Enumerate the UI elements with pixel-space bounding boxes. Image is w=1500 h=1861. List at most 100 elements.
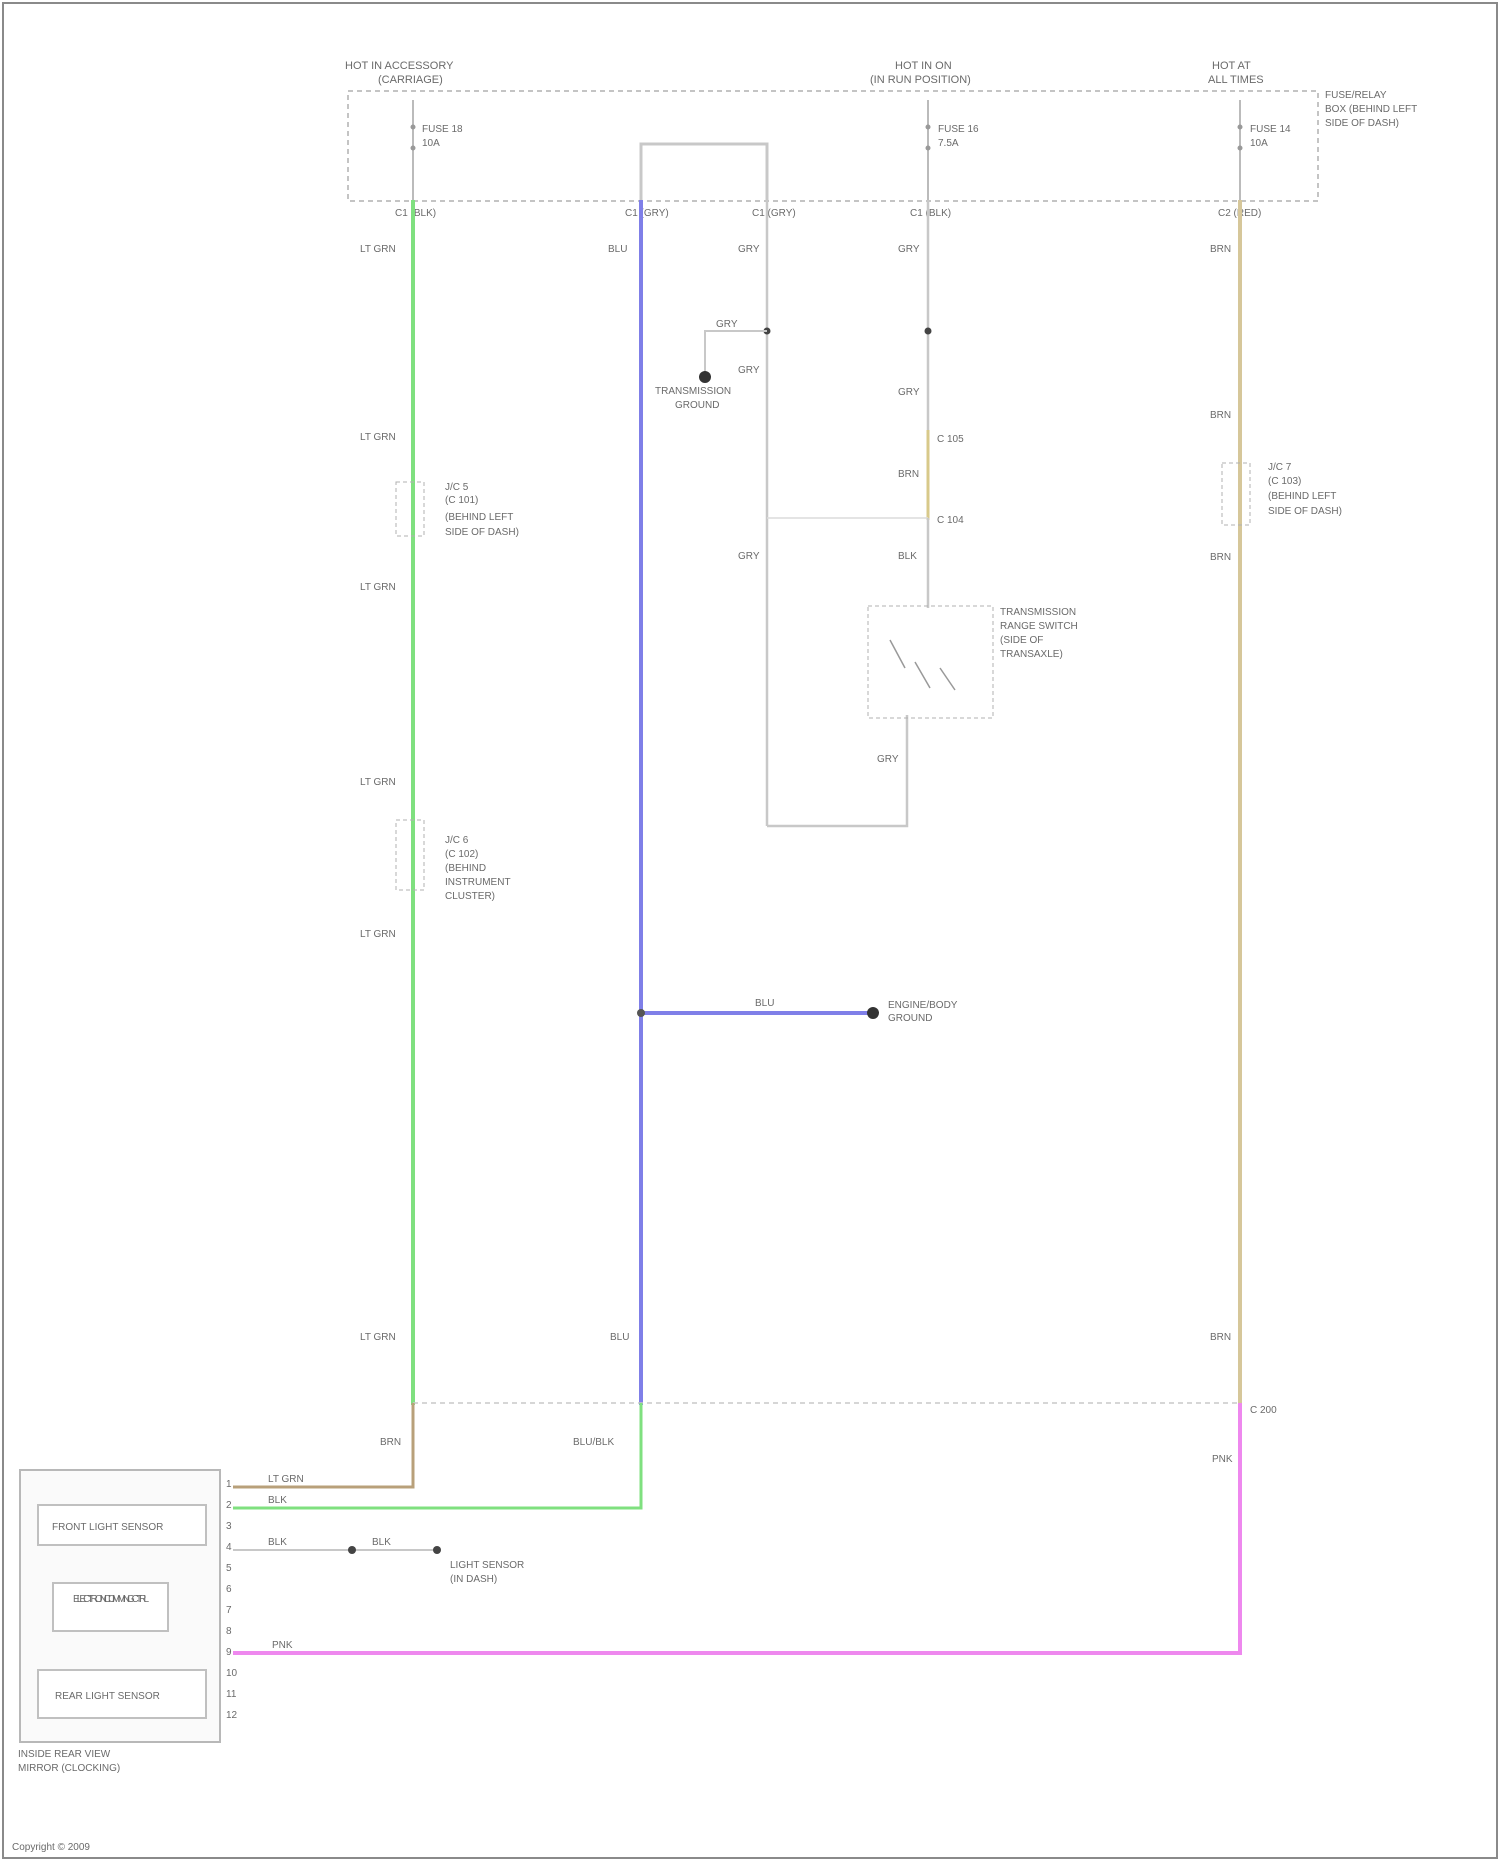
- pin-label: 1: [226, 1479, 232, 1490]
- gray-return-wire: [767, 715, 907, 826]
- copyright-footer: Copyright © 2009: [12, 1842, 90, 1853]
- wire-label: BLU/BLK: [573, 1437, 614, 1448]
- trans-ground-label: GROUND: [675, 400, 719, 411]
- wire-label: GRY: [898, 387, 920, 398]
- pin-label: 11: [226, 1689, 237, 1700]
- wire-label: BLK: [898, 551, 917, 562]
- fuse-box-outline: [348, 91, 1318, 201]
- range-switch-label: (SIDE OF: [1000, 635, 1043, 646]
- wire-label: GRY: [738, 365, 760, 376]
- connector-c1-label: SIDE OF DASH): [445, 527, 519, 538]
- fuse-left-rating: 10A: [422, 138, 440, 149]
- terminal-label: C1 (GRY): [625, 208, 669, 219]
- fuse-mid: FUSE 16 7.5A: [926, 100, 980, 200]
- wire-label: PNK: [272, 1640, 293, 1651]
- terminal-label: C1 (GRY): [752, 208, 796, 219]
- range-switch-box: [868, 606, 993, 718]
- wire-label: BRN: [1210, 1332, 1231, 1343]
- fuse-box-label-2: BOX (BEHIND LEFT: [1325, 104, 1417, 115]
- connector-c2-box: [396, 820, 424, 890]
- connector-c1-label: (BEHIND LEFT: [445, 512, 513, 523]
- ground-label: ENGINE/BODY: [888, 1000, 958, 1011]
- light-sensor-label: (IN DASH): [450, 1574, 497, 1585]
- pin-label: 3: [226, 1521, 232, 1532]
- fuse-box-label-3: SIDE OF DASH): [1325, 118, 1399, 129]
- wire-label: BLK: [268, 1537, 287, 1548]
- fuse-header-left-2: (CARRIAGE): [378, 74, 443, 86]
- wire-label: BLU: [608, 244, 627, 255]
- range-switch-label: TRANSMISSION: [1000, 607, 1076, 618]
- wire-label: GRY: [738, 551, 760, 562]
- terminal-label: C1 (BLK): [910, 208, 951, 219]
- module-title: INSIDE REAR VIEW: [18, 1749, 111, 1760]
- fuse-box-label-1: FUSE/RELAY: [1325, 90, 1387, 101]
- fuse-mid-rating: 7.5A: [938, 138, 959, 149]
- wire-label: BLK: [268, 1495, 287, 1506]
- connector-c2-label: CLUSTER): [445, 891, 495, 902]
- module-block-label: ELECTRONIC DIMMING CTRL: [73, 1594, 149, 1605]
- trans-ground-label: TRANSMISSION: [655, 386, 731, 397]
- connector-c1-label: J/C 5: [445, 482, 469, 493]
- connector-c3-label: (C 103): [1268, 476, 1301, 487]
- module-block-label: FRONT LIGHT SENSOR: [52, 1522, 163, 1533]
- wire-label: GRY: [716, 319, 738, 330]
- trans-ground-point: [699, 371, 711, 383]
- pin-label: 6: [226, 1584, 232, 1595]
- connector-c2-label: (BEHIND: [445, 863, 486, 874]
- pin-label: 5: [226, 1563, 232, 1574]
- wire-label: BLK: [372, 1537, 391, 1548]
- wire-label: LT GRN: [360, 1332, 396, 1343]
- wire-label: LT GRN: [360, 582, 396, 593]
- pin-label: 12: [226, 1710, 238, 1721]
- connector-c2-label: INSTRUMENT: [445, 877, 511, 888]
- gray-loop-wire: [641, 144, 767, 200]
- fuse-right-rating: 10A: [1250, 138, 1268, 149]
- fuse-header-mid-2: (IN RUN POSITION): [870, 74, 971, 86]
- wire-label: LT GRN: [360, 244, 396, 255]
- wire-label: BRN: [1210, 410, 1231, 421]
- page-frame: [3, 3, 1497, 1858]
- green-return-wire: [233, 1403, 641, 1508]
- range-switch-label: TRANSAXLE): [1000, 649, 1063, 660]
- pin-label: 7: [226, 1605, 232, 1616]
- wire-label: LT GRN: [360, 929, 396, 940]
- module-pins: 1 2 3 4 5 6 7 8 9 10 11 12: [226, 1479, 238, 1721]
- wire-label: BLU: [755, 998, 774, 1009]
- connector-c3-label: SIDE OF DASH): [1268, 506, 1342, 517]
- switch-contact: [915, 662, 930, 688]
- light-sensor-label: LIGHT SENSOR: [450, 1560, 524, 1571]
- splice-dot: [637, 1009, 645, 1017]
- pin-label: 10: [226, 1668, 238, 1679]
- ground-label: GROUND: [888, 1013, 932, 1024]
- wire-label: LT GRN: [360, 777, 396, 788]
- fuse-left: FUSE 18 10A: [411, 100, 464, 200]
- wire-label: BRN: [1210, 552, 1231, 563]
- connector-c3-label: (BEHIND LEFT: [1268, 491, 1336, 502]
- connector-c1-label: (C 101): [445, 495, 478, 506]
- wire-label: BRN: [898, 469, 919, 480]
- fuse-right: FUSE 14 10A: [1238, 100, 1292, 200]
- fuse-header-right-1: HOT AT: [1212, 60, 1251, 72]
- splice-dot: [925, 328, 932, 335]
- pin-label: 9: [226, 1647, 232, 1658]
- wire-label: GRY: [877, 754, 899, 765]
- fuse-header-left-1: HOT IN ACCESSORY: [345, 60, 454, 72]
- switch-contact: [940, 668, 955, 690]
- module-block-ctrl: [53, 1583, 168, 1631]
- connector-c2-label: J/C 6: [445, 835, 469, 846]
- wire-label: BRN: [1210, 244, 1231, 255]
- connector-c3-label: J/C 7: [1268, 462, 1292, 473]
- wire-label: LT GRN: [360, 432, 396, 443]
- bottom-connector-label: C 200: [1250, 1405, 1277, 1416]
- module-title: MIRROR (CLOCKING): [18, 1763, 120, 1774]
- connector-c3-box: [1222, 463, 1250, 525]
- terminal-label: C1 (BLK): [395, 208, 436, 219]
- module-block-label: REAR LIGHT SENSOR: [55, 1691, 160, 1702]
- wire-label: BLU: [610, 1332, 629, 1343]
- pin-label: 4: [226, 1542, 232, 1553]
- range-switch-label: RANGE SWITCH: [1000, 621, 1078, 632]
- sensor-point: [433, 1546, 441, 1554]
- wire-label: BRN: [380, 1437, 401, 1448]
- fuse-right-name: FUSE 14: [1250, 124, 1291, 135]
